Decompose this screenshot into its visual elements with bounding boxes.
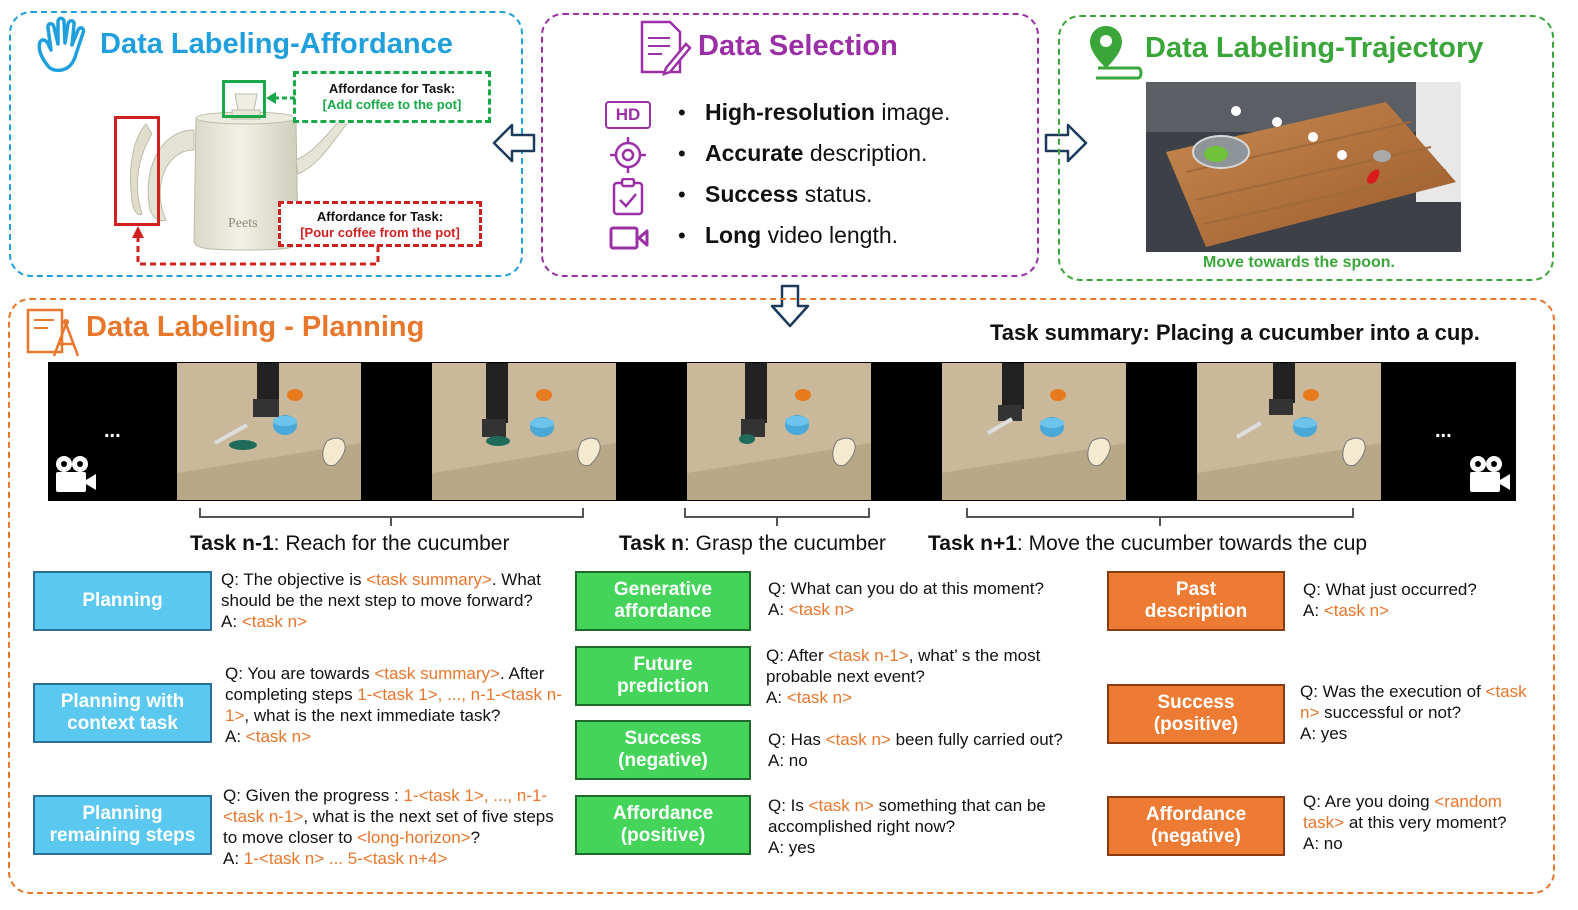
video-frame — [687, 363, 871, 500]
future-prediction-qa: Q: After <task n-1>, what’ s the most pr… — [766, 646, 1041, 707]
video-frame — [942, 363, 1126, 500]
video-camera-icon — [609, 226, 649, 250]
strip-ellipsis-left: ... — [104, 420, 121, 442]
arrow-right-icon — [1044, 123, 1088, 163]
handle-highlight-box — [114, 116, 160, 226]
task-label-n-1: Task n-1: Reach for the cucumber — [190, 532, 510, 555]
arrow-left-icon — [492, 123, 536, 163]
past-description-qa: Q: What just occurred? A: <task n> — [1303, 580, 1477, 620]
bullet-dot: • — [678, 182, 686, 207]
planning-icon — [26, 308, 80, 357]
planning-box: Planning — [33, 571, 212, 631]
arrow-down-icon — [770, 284, 810, 328]
selection-title: Data Selection — [698, 30, 898, 62]
affordance-label-add: Affordance for Task: [Add coffee to the … — [293, 71, 491, 123]
location-pin-icon — [1090, 26, 1143, 80]
affordance-negative-qa: Q: Are you doing <random task> at this v… — [1303, 792, 1507, 853]
affordance-title: Data Labeling-Affordance — [100, 28, 453, 60]
bullet-dot: • — [678, 223, 686, 248]
selection-panel — [541, 13, 1039, 277]
planning-qa: Q: The objective is <task summary>. What… — [221, 570, 541, 631]
handle-crop-image — [130, 123, 153, 215]
trajectory-panel — [1058, 15, 1554, 281]
task-label-n: Task n: Grasp the cucumber — [619, 532, 886, 555]
lid-highlight-box — [222, 80, 266, 118]
success-negative-box: Success(negative) — [575, 720, 751, 780]
bullet-description: Accurate description. — [705, 140, 928, 166]
brace-tick — [776, 516, 778, 526]
task-summary: Task summary: Placing a cucumber into a … — [990, 320, 1480, 345]
video-frame — [1197, 363, 1381, 500]
success-positive-qa: Q: Was the execution of <task n> success… — [1300, 682, 1527, 743]
trajectory-title: Data Labeling-Trajectory — [1145, 32, 1484, 64]
video-frame — [432, 363, 616, 500]
trajectory-image — [1146, 82, 1461, 252]
strip-ellipsis-right: ... — [1435, 420, 1452, 442]
success-negative-qa: Q: Has <task n> been fully carried out? … — [768, 730, 1063, 770]
bullet-success: Success status. — [705, 181, 873, 207]
target-icon — [610, 137, 646, 173]
planning-panel — [8, 298, 1555, 894]
bullet-video-length: Long video length. — [705, 222, 899, 248]
brace-tick — [1159, 516, 1161, 526]
video-frame — [177, 363, 361, 500]
trajectory-caption: Move towards the spoon. — [1202, 254, 1395, 271]
affordance-positive-qa: Q: Is <task n> something that can be acc… — [768, 796, 1046, 857]
planning-title: Data Labeling - Planning — [86, 311, 425, 343]
red-arrow — [132, 226, 380, 266]
hand-icon — [37, 16, 86, 73]
film-camera-icon — [1470, 456, 1510, 492]
film-camera-icon — [56, 456, 96, 492]
pot-brand: Peets — [228, 216, 258, 231]
task-label-n+1: Task n+1: Move the cucumber towards the … — [928, 532, 1368, 555]
bullet-dot: • — [678, 141, 686, 166]
bullet-resolution: High-resolution image. — [705, 99, 951, 125]
planning-remaining-qa: Q: Given the progress : 1-<task 1>, ...,… — [223, 786, 554, 868]
brace-tick — [390, 516, 392, 526]
affordance-positive-box: Affordance(positive) — [575, 795, 751, 855]
clipboard-check-icon — [612, 178, 644, 216]
success-positive-box: Success(positive) — [1107, 684, 1285, 744]
affordance-negative-box: Affordance(negative) — [1107, 796, 1285, 856]
bullet-dot: • — [678, 100, 686, 125]
coffee-pot-image — [147, 93, 367, 251]
hd-icon: HD — [605, 101, 651, 129]
green-arrow — [266, 92, 296, 104]
affordance-label-pour: Affordance for Task: [Pour coffee from t… — [278, 201, 482, 247]
planning-context-qa: Q: You are towards <task summary>. After… — [225, 664, 562, 746]
document-edit-icon — [640, 20, 692, 76]
generative-affordance-qa: Q: What can you do at this moment? A: <t… — [768, 579, 1044, 619]
